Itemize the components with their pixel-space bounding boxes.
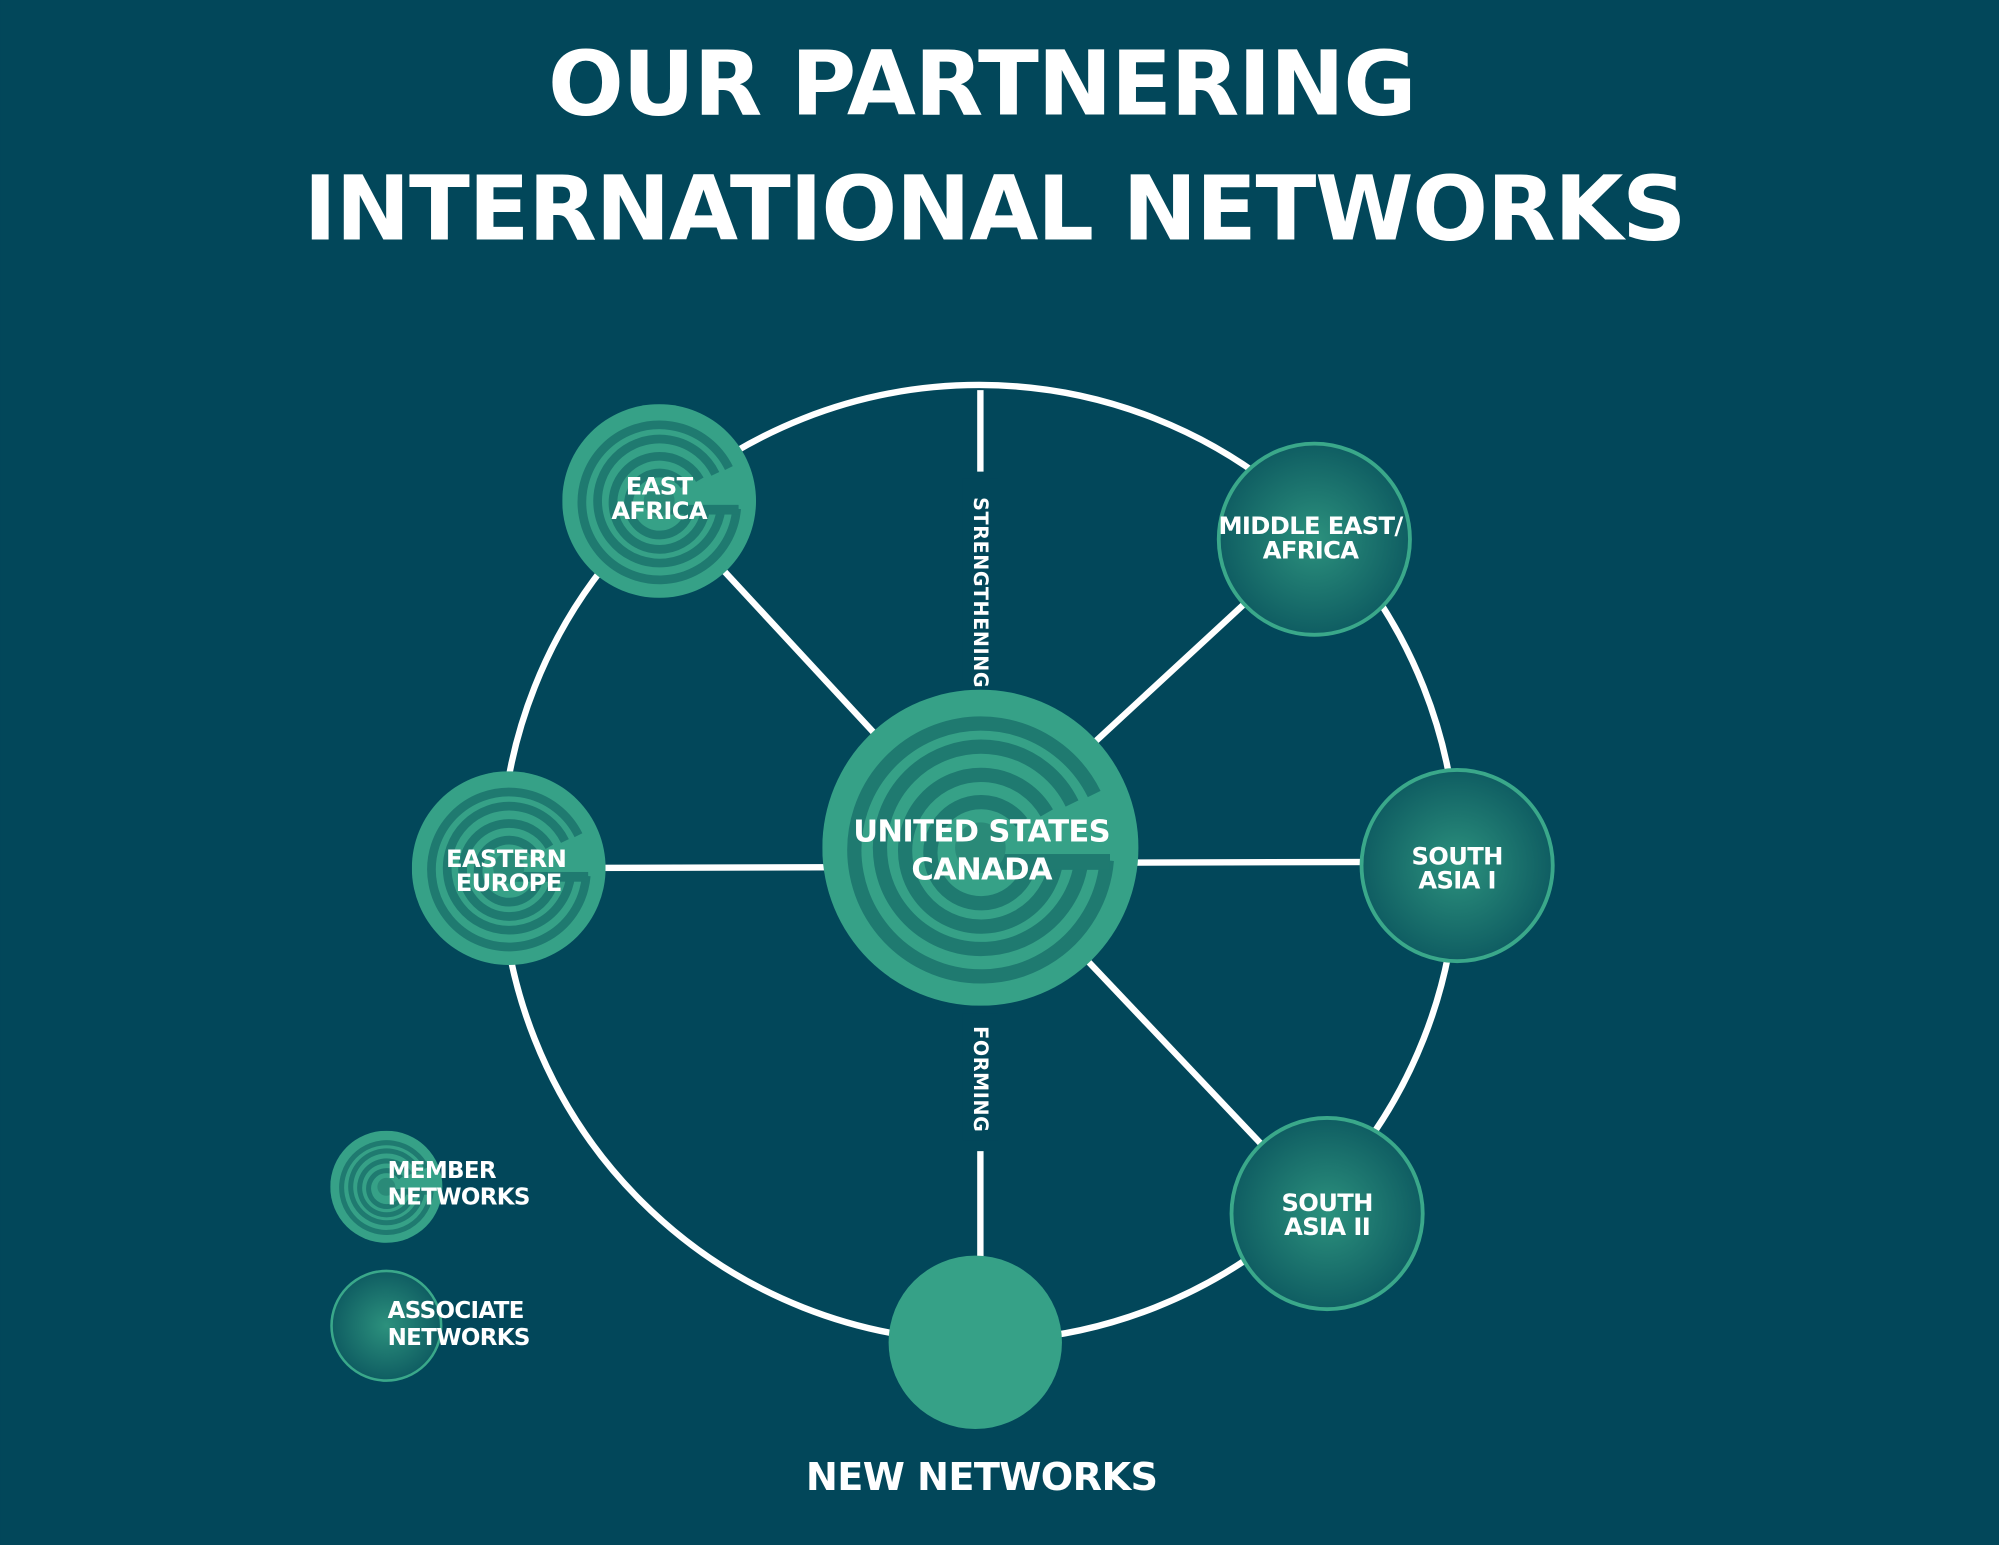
node-label: SOUTH — [1281, 1189, 1372, 1217]
legend-member: MEMBER NETWORKS — [330, 1131, 530, 1243]
node-label: UNITED STATES — [853, 814, 1110, 849]
node-label: EASTERN — [446, 845, 566, 873]
legend-label: MEMBER — [388, 1158, 497, 1184]
associate-network-icon — [1359, 768, 1555, 964]
legend-label: NETWORKS — [388, 1185, 530, 1211]
title-line-2: INTERNATIONAL NETWORKS — [304, 158, 1685, 262]
node-south-asia-1[interactable]: SOUTH ASIA I — [1359, 768, 1555, 964]
legend-associate: ASSOCIATE NETWORKS — [330, 1269, 530, 1382]
new-networks-label: NEW NETWORKS — [806, 1456, 1157, 1500]
associate-network-icon — [1216, 441, 1412, 637]
node-label: CANADA — [911, 853, 1053, 888]
node-label: AFRICA — [611, 497, 708, 525]
node-label: ASIA I — [1418, 867, 1496, 895]
label-gap — [962, 1013, 999, 1141]
node-eastern-europe[interactable]: EASTERN EUROPE — [412, 771, 606, 965]
associate-network-icon — [330, 1269, 443, 1382]
node-label: MIDDLE EAST/ — [1218, 512, 1403, 540]
forming-label: FORMING — [969, 1026, 992, 1132]
node-label: AFRICA — [1263, 536, 1360, 564]
node-united-states-canada[interactable]: UNITED STATES CANADA — [822, 690, 1138, 1006]
node-new-networks[interactable] — [888, 1255, 1062, 1429]
node-label: SOUTH — [1411, 842, 1502, 870]
legend-label: ASSOCIATE — [388, 1298, 524, 1324]
label-gap — [962, 478, 999, 682]
legend: MEMBER NETWORKS ASSOCIATE NETWORKS — [330, 1131, 530, 1382]
associate-network-icon — [1229, 1116, 1425, 1312]
strengthening-label: STRENGTHENING — [969, 497, 992, 688]
node-label: EUROPE — [456, 869, 562, 897]
node-label: EAST — [626, 473, 694, 501]
node-east-africa[interactable]: EAST AFRICA — [562, 404, 756, 598]
node-south-asia-2[interactable]: SOUTH ASIA II — [1229, 1116, 1425, 1312]
legend-label: NETWORKS — [388, 1325, 530, 1351]
title-line-1: OUR PARTNERING — [548, 33, 1415, 137]
node-middle-east-africa[interactable]: MIDDLE EAST/ AFRICA — [1216, 441, 1412, 637]
node-label: ASIA II — [1284, 1213, 1370, 1241]
